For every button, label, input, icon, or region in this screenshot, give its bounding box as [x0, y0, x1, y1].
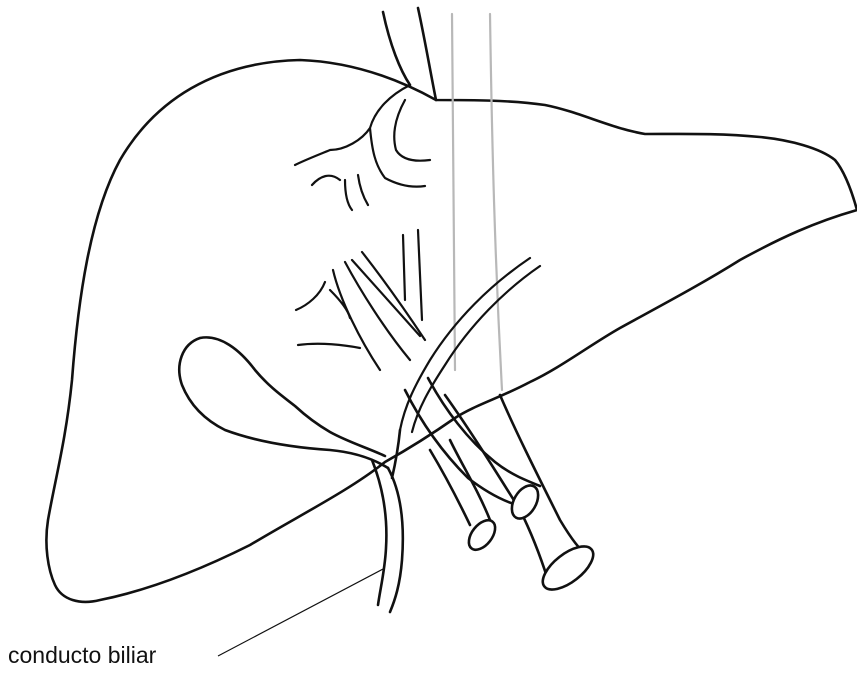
common-bile-duct — [372, 430, 403, 612]
bile-duct-label: conducto biliar — [8, 644, 156, 667]
gallbladder — [179, 337, 388, 468]
vessel-branch-middle — [430, 440, 490, 525]
aorta-faint — [452, 14, 502, 390]
vessel-end-right — [506, 481, 543, 523]
vessel-end-large — [536, 538, 601, 597]
label-leader-line — [218, 569, 383, 656]
hepatic-vein-branches — [295, 85, 430, 210]
portal-vein-branches — [296, 230, 425, 370]
